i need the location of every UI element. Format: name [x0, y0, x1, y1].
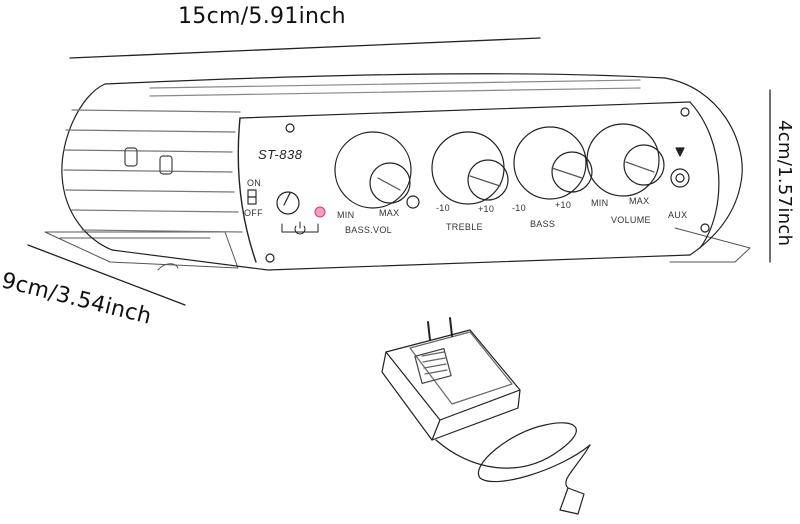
treble-min-label: -10	[436, 203, 450, 213]
treble-max-label: +10	[478, 204, 495, 214]
power-adapter	[381, 317, 591, 515]
bass-min-label: -10	[512, 203, 526, 213]
bass-max-label: +10	[555, 200, 572, 210]
height-dimension-label: 4cm/1.57inch	[774, 120, 795, 247]
depth-dimension-line	[27, 244, 186, 306]
aux-label: AUX	[668, 210, 688, 220]
model-label: ST-838	[258, 147, 303, 162]
bass-knob	[513, 126, 593, 200]
bass-vol-min-label: MIN	[337, 210, 355, 220]
bass-name-label: BASS	[530, 219, 556, 229]
treble-name-label: TREBLE	[446, 222, 483, 232]
width-dimension-label: 15cm/5.91inch	[178, 4, 346, 29]
bass-vol-knob	[334, 131, 420, 209]
power-icon	[281, 221, 319, 235]
aux-jack	[670, 147, 690, 188]
power-on-label: ON	[247, 178, 262, 188]
width-dimension-line	[69, 37, 541, 59]
amplifier-chassis	[61, 73, 743, 271]
volume-min-label: MIN	[591, 198, 609, 208]
power-switch	[247, 189, 300, 215]
volume-max-label: MAX	[629, 196, 650, 206]
treble-knob	[431, 131, 509, 205]
volume-knob	[586, 123, 665, 197]
bass-vol-max-label: MAX	[379, 208, 400, 218]
volume-name-label: VOLUME	[611, 215, 651, 225]
power-led-indicator	[314, 206, 326, 218]
bass-vol-name-label: BASS.VOL	[345, 225, 392, 235]
mounting-feet	[44, 227, 751, 271]
power-off-label: OFF	[244, 208, 263, 218]
